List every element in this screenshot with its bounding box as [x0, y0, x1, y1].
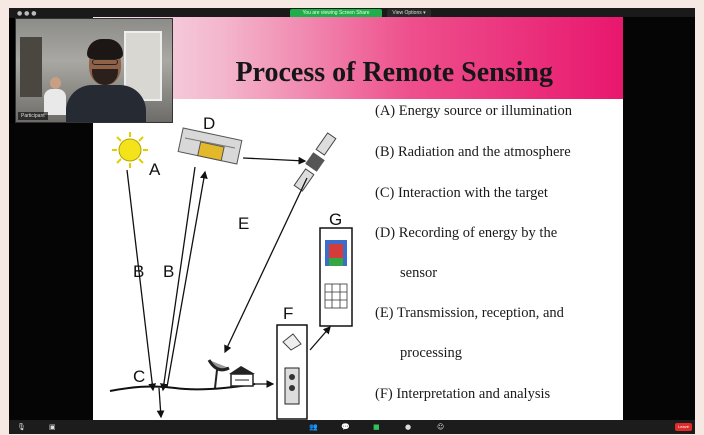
right-black-area — [623, 17, 695, 420]
legend-item-e-cont: processing — [400, 345, 463, 361]
slide-title: Process of Remote Sensing — [235, 57, 553, 88]
video-shelf — [20, 37, 42, 97]
reactions-icon[interactable]: ☺ — [437, 423, 445, 431]
application-box — [319, 227, 353, 327]
relay-satellite-icon — [293, 132, 337, 192]
sun-icon — [112, 132, 148, 168]
participant-name-tag: Participant — [18, 112, 48, 120]
window-controls-icon[interactable]: ● ● ● — [17, 10, 37, 17]
left-black-area — [9, 123, 93, 420]
participant-video-tile[interactable]: Participant — [15, 18, 173, 123]
ground-station-icon — [229, 366, 255, 387]
slide-header-band — [93, 17, 623, 99]
legend-item-a: (A) Energy source or illumination — [375, 103, 573, 119]
window-top-bar: ● ● ● You are viewing Screen Share View … — [9, 8, 695, 18]
legend-item-c: (C) Interaction with the target — [375, 185, 548, 201]
chat-icon[interactable]: 💬 — [341, 423, 350, 431]
label-e: E — [238, 214, 249, 233]
background-person — [44, 77, 66, 115]
record-icon[interactable]: ● — [405, 423, 412, 431]
antenna-dish-icon — [207, 359, 230, 389]
presenter-avatar — [64, 39, 150, 122]
participants-icon[interactable]: 👥 — [309, 423, 318, 431]
legend-item-f: (F) Interpretation and analysis — [375, 386, 551, 402]
video-icon[interactable]: ▣ — [49, 423, 56, 431]
interpretation-box — [276, 324, 308, 420]
view-options-button[interactable]: View Options ▾ — [387, 9, 431, 18]
label-a: A — [149, 160, 161, 179]
legend-item-e: (E) Transmission, reception, and — [375, 305, 564, 321]
meeting-toolbar: 🎙 ▣ 👥 💬 ■ ● ☺ Leave — [9, 420, 695, 434]
mic-icon[interactable]: 🎙 — [17, 423, 26, 431]
ground-line — [109, 383, 256, 392]
label-c: C — [133, 367, 145, 386]
label-b1: B — [133, 262, 144, 281]
legend-item-d: (D) Recording of energy by the — [375, 225, 558, 241]
label-d: D — [203, 114, 215, 133]
remote-sensing-diagram: A D B B E G F C — [109, 114, 353, 420]
shared-slide: Process of Remote Sensing — [93, 17, 623, 420]
label-b2: B — [163, 262, 174, 281]
legend-item-d-cont: sensor — [400, 265, 438, 281]
legend-item-b: (B) Radiation and the atmosphere — [375, 144, 571, 160]
share-banner: You are viewing Screen Share — [290, 9, 382, 18]
label-f: F — [283, 304, 293, 323]
label-g: G — [329, 210, 342, 229]
share-screen-icon[interactable]: ■ — [373, 423, 380, 431]
meeting-window: ● ● ● You are viewing Screen Share View … — [9, 8, 695, 434]
leave-button[interactable]: Leave — [675, 423, 692, 431]
satellite-sensor-icon — [177, 127, 243, 165]
